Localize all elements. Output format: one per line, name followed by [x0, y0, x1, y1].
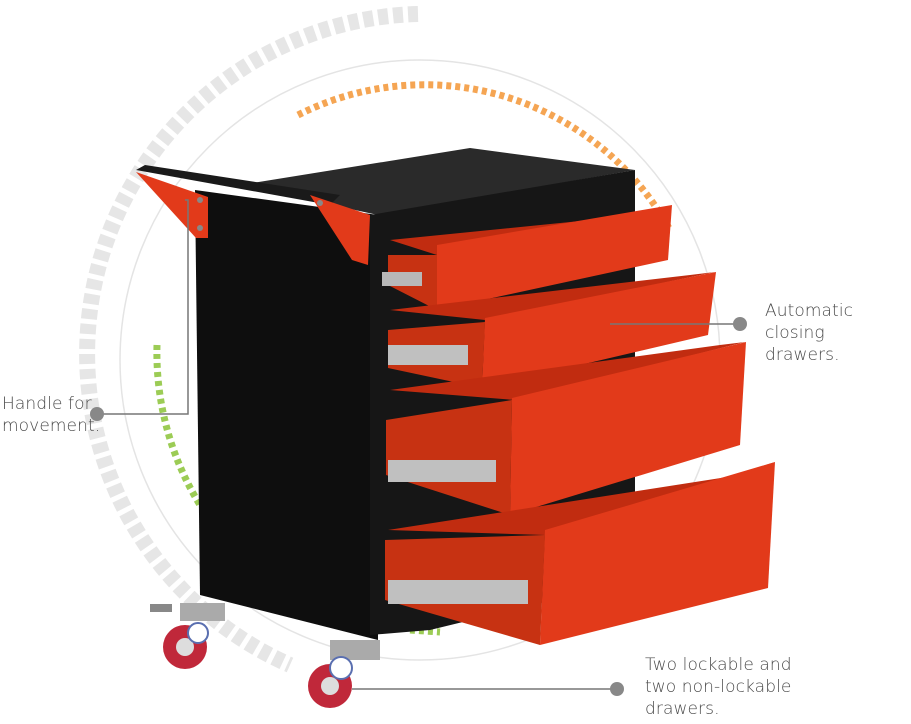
- callout-handle-line1: Handle for: [2, 394, 92, 414]
- drawer-3: [386, 342, 746, 515]
- callout-handle: Handle for movement.: [2, 393, 100, 437]
- closing-leader-dot: [733, 317, 747, 331]
- drawer-4: [385, 462, 775, 645]
- drawer-slide: [388, 460, 496, 482]
- callout-handle-line2: movement.: [2, 416, 101, 436]
- bracket-bolt: [197, 197, 203, 203]
- callout-lockable-drawers: Two lockable and two non-lockable drawer…: [645, 654, 792, 720]
- drawer-slide: [388, 580, 528, 604]
- lockable-leader-dot: [610, 682, 624, 696]
- handle-leader-dot: [90, 407, 104, 421]
- handle-bracket-right: [310, 195, 370, 265]
- drawer-front: [510, 342, 746, 515]
- green-dotted-arc: [153, 344, 203, 507]
- drawer-side: [386, 400, 512, 515]
- casters: [150, 603, 380, 708]
- drawer-floor: [390, 342, 745, 400]
- drawers: [382, 205, 775, 645]
- drawer-1: [382, 205, 672, 310]
- callout-lines: [90, 199, 747, 696]
- callout-lockable-line2: two non-lockable: [645, 677, 792, 697]
- caster-front-right: [308, 640, 380, 708]
- callout-lockable-line1: Two lockable and: [645, 655, 792, 675]
- drawer-front: [437, 205, 672, 310]
- drawer-floor: [388, 462, 775, 535]
- gray-dashed-arc: [79, 6, 419, 673]
- drawer-floor: [390, 272, 715, 320]
- callout-automatic-closing: Automatic closing drawers.: [765, 300, 911, 366]
- handle-bracket-left: [136, 172, 208, 238]
- caster-front-left: [150, 603, 225, 669]
- cabinet-top: [240, 148, 635, 215]
- handle-bar: [136, 165, 340, 205]
- drawer-slide: [388, 345, 468, 365]
- cabinet-side: [195, 190, 378, 640]
- bracket-bolt: [317, 200, 323, 206]
- drawer-front: [482, 272, 716, 388]
- callout-closing-line1: Automatic closing: [765, 301, 854, 343]
- handle-leader-line: [97, 199, 189, 415]
- drawer-front: [540, 462, 775, 645]
- callout-closing-line2: drawers.: [765, 345, 840, 365]
- drawer-slide: [382, 272, 422, 286]
- bracket-bolt: [197, 225, 203, 231]
- drawer-2: [388, 272, 716, 388]
- callout-lockable-line3: drawers.: [645, 699, 720, 719]
